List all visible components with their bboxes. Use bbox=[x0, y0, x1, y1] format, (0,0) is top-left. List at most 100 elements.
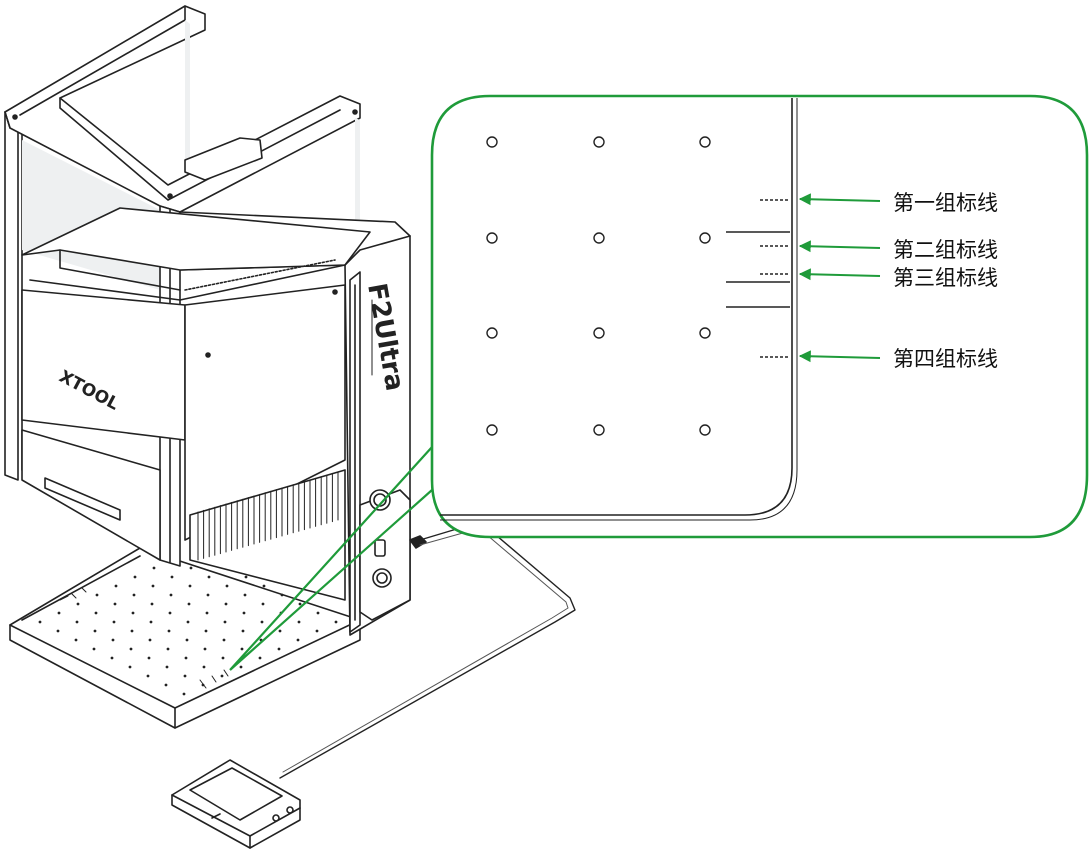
base-hole bbox=[207, 575, 211, 579]
base-hole bbox=[111, 638, 115, 642]
base-hole bbox=[129, 647, 133, 651]
base-hole bbox=[206, 593, 210, 597]
control-pad-screen bbox=[189, 767, 283, 821]
base-hole bbox=[95, 593, 99, 597]
base-hole bbox=[133, 575, 137, 579]
base-hole bbox=[93, 629, 97, 633]
callout-label-3: 第三组标线 bbox=[893, 266, 998, 290]
lid-enclosure bbox=[21, 207, 371, 301]
zoom-hole bbox=[486, 136, 498, 148]
base-hole bbox=[315, 629, 319, 633]
base-hole bbox=[242, 611, 246, 615]
base-hole bbox=[167, 629, 171, 633]
base-hole bbox=[164, 683, 168, 687]
base-hole bbox=[188, 584, 192, 588]
exhaust-fins bbox=[197, 471, 339, 561]
base-hole bbox=[202, 665, 206, 669]
base-hole bbox=[261, 602, 265, 606]
base-hole bbox=[239, 665, 243, 669]
base-hole bbox=[92, 647, 96, 651]
base-hole bbox=[166, 647, 170, 651]
base-hole bbox=[244, 575, 248, 579]
base-hole bbox=[168, 611, 172, 615]
base-hole bbox=[241, 629, 245, 633]
zoom-hole bbox=[699, 424, 711, 436]
arrow-group-4 bbox=[798, 350, 881, 363]
dashed-marker-lines bbox=[760, 199, 790, 358]
base-hole bbox=[152, 566, 156, 570]
base-hole bbox=[224, 602, 228, 606]
base-hole bbox=[150, 602, 154, 606]
zoom-hole bbox=[699, 327, 711, 339]
zoom-hole bbox=[486, 424, 498, 436]
base-hole bbox=[262, 584, 266, 588]
base-hole bbox=[151, 584, 155, 588]
plate-edge bbox=[440, 98, 793, 516]
base-hole bbox=[75, 620, 79, 624]
base-hole bbox=[128, 665, 132, 669]
base-hole bbox=[280, 593, 284, 597]
base-hole bbox=[240, 647, 244, 651]
base-hole bbox=[221, 656, 225, 660]
base-hole bbox=[204, 629, 208, 633]
zoom-hole bbox=[593, 424, 605, 436]
base-hole bbox=[38, 620, 42, 624]
laser-module-panel bbox=[21, 284, 346, 541]
base-hole bbox=[205, 611, 209, 615]
zoom-hole bbox=[699, 136, 711, 148]
arrow-group-3 bbox=[798, 268, 881, 281]
base-hole bbox=[148, 638, 152, 642]
lower-chamber bbox=[21, 429, 346, 601]
base-hole bbox=[278, 629, 282, 633]
base-hole bbox=[258, 656, 262, 660]
arrow-group-2 bbox=[798, 240, 881, 253]
base-hole bbox=[113, 602, 117, 606]
base-hole bbox=[187, 602, 191, 606]
zoom-hole bbox=[486, 327, 498, 339]
base-hole bbox=[220, 674, 224, 678]
base-hole bbox=[169, 593, 173, 597]
base-hole bbox=[74, 638, 78, 642]
zoom-hole-grid bbox=[486, 136, 711, 436]
base-hole bbox=[297, 620, 301, 624]
callout-connector bbox=[229, 446, 433, 671]
top-handle bbox=[184, 137, 263, 181]
base-hole bbox=[112, 620, 116, 624]
base-hole bbox=[165, 665, 169, 669]
base-hole bbox=[189, 566, 193, 570]
base-hole bbox=[225, 584, 229, 588]
base-hole bbox=[334, 620, 338, 624]
base-ruler-ticks bbox=[59, 587, 229, 689]
callout-box bbox=[430, 94, 1089, 539]
base-hole bbox=[57, 611, 61, 615]
base-hole bbox=[147, 656, 151, 660]
back-glass-panel bbox=[185, 20, 190, 170]
zoom-hole bbox=[699, 232, 711, 244]
base-hole bbox=[183, 674, 187, 678]
base-hole bbox=[316, 611, 320, 615]
zoom-hole bbox=[486, 232, 498, 244]
base-hole bbox=[186, 620, 190, 624]
base-hole bbox=[56, 629, 60, 633]
solid-marker-lines bbox=[726, 231, 790, 308]
base-hole bbox=[185, 638, 189, 642]
base-hole bbox=[184, 656, 188, 660]
control-pad bbox=[171, 759, 301, 849]
base-hole bbox=[94, 611, 98, 615]
base-hole bbox=[203, 647, 207, 651]
zoom-hole bbox=[593, 136, 605, 148]
base-hole bbox=[149, 620, 153, 624]
base-hole bbox=[132, 593, 136, 597]
base-hole bbox=[296, 638, 300, 642]
callout-label-2: 第二组标线 bbox=[893, 238, 998, 262]
control-column bbox=[359, 489, 427, 621]
callout-label-1: 第一组标线 bbox=[893, 191, 998, 215]
base-hole bbox=[131, 611, 135, 615]
base-hole bbox=[76, 602, 80, 606]
base-hole bbox=[182, 692, 186, 696]
base-hole bbox=[170, 575, 174, 579]
base-hole bbox=[130, 629, 134, 633]
zoom-callout: 第一组标线 第二组标线 第三组标线 第四组标线 bbox=[229, 94, 1089, 671]
base-hole bbox=[110, 656, 114, 660]
